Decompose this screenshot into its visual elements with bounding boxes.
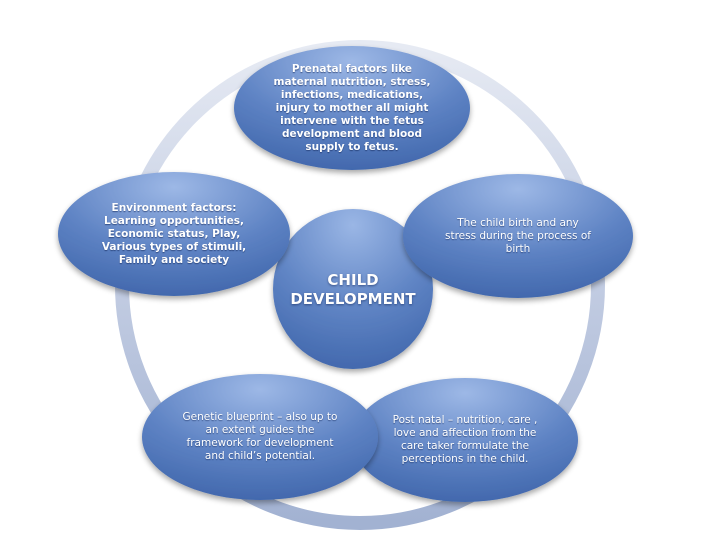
center-label-line1: CHILD [327,271,379,289]
center-label: CHILD DEVELOPMENT [278,255,428,325]
node-environment [58,172,290,296]
node-prenatal-text: Prenatal factors like maternal nutrition… [273,62,431,153]
node-environment-text: Environment factors: Learning opportunit… [101,201,247,266]
node-genetic-text: Genetic blueprint – also up to an extent… [182,411,338,462]
node-genetic [142,374,378,500]
node-postnatal [352,378,578,502]
node-birth-text: The child birth and any stress during th… [444,216,591,255]
center-label-line2: DEVELOPMENT [290,290,416,308]
node-postnatal-text: Post natal – nutrition, care , love and … [392,414,538,465]
node-prenatal [234,46,470,170]
center-circle [273,209,433,369]
node-birth [403,174,633,298]
